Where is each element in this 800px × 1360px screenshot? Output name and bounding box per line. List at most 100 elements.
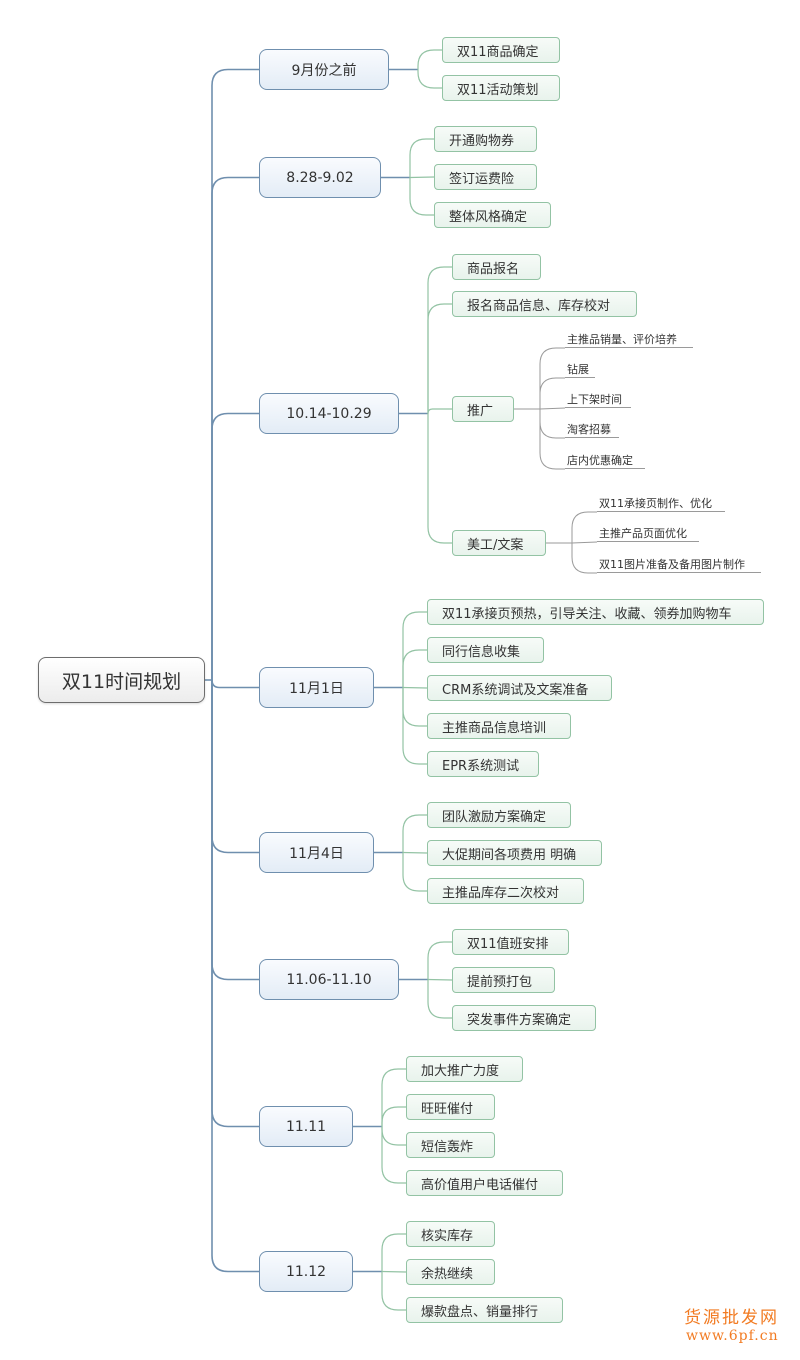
- task-node[interactable]: 整体风格确定: [434, 202, 551, 228]
- task-node[interactable]: 突发事件方案确定: [452, 1005, 596, 1031]
- task-node[interactable]: 推广: [452, 396, 514, 422]
- task-label: 整体风格确定: [449, 209, 528, 225]
- task-node[interactable]: 报名商品信息、库存校对: [452, 291, 637, 317]
- subtask-connector: [539, 409, 565, 439]
- task-label: 开通购物券: [449, 133, 515, 149]
- task-node[interactable]: 提前预打包: [452, 967, 555, 993]
- task-node[interactable]: 短信轰炸: [406, 1132, 495, 1158]
- task-label: EPR系统测试: [442, 758, 520, 774]
- subtask-item[interactable]: 双11图片准备及备用图片制作: [597, 555, 761, 573]
- task-connector: [427, 978, 453, 981]
- branch-node[interactable]: 10.14-10.29: [259, 393, 399, 434]
- task-connector: [427, 941, 452, 980]
- trunk-connector: [211, 68, 259, 680]
- task-node[interactable]: 签订运费险: [434, 164, 537, 190]
- task-node[interactable]: 团队激励方案确定: [427, 802, 571, 828]
- watermark-title: 货源批发网: [684, 1308, 779, 1328]
- task-label: CRM系统调试及文案准备: [442, 682, 589, 698]
- task-label: 爆款盘点、销量排行: [421, 1304, 539, 1320]
- task-connector: [417, 49, 442, 70]
- subtask-item[interactable]: 主推品销量、评价培养: [565, 330, 693, 348]
- task-label: 报名商品信息、库存校对: [467, 298, 611, 314]
- watermark-url: www.6pf.cn: [686, 1328, 779, 1344]
- task-node[interactable]: 高价值用户电话催付: [406, 1170, 563, 1196]
- branch-node[interactable]: 11.12: [259, 1251, 353, 1292]
- task-node[interactable]: 主推商品信息培训: [427, 713, 571, 739]
- subtask-item[interactable]: 店内优惠确定: [565, 451, 645, 469]
- branch-node[interactable]: 11月1日: [259, 667, 374, 708]
- subtask-item[interactable]: 淘客招募: [565, 420, 619, 438]
- task-node[interactable]: 同行信息收集: [427, 637, 544, 663]
- task-node[interactable]: 双11值班安排: [452, 929, 569, 955]
- branch-node[interactable]: 8.28-9.02: [259, 157, 381, 198]
- trunk-connector: [211, 680, 259, 854]
- subtask-label: 双11图片准备及备用图片制作: [599, 557, 745, 571]
- task-connector: [427, 408, 452, 414]
- task-connector: [427, 266, 452, 414]
- task-label: 余热继续: [421, 1266, 474, 1282]
- subtask-connector: [539, 347, 565, 409]
- task-node[interactable]: 余热继续: [406, 1259, 495, 1285]
- task-node[interactable]: 爆款盘点、销量排行: [406, 1297, 563, 1323]
- task-connector: [409, 138, 434, 178]
- task-connector: [409, 176, 435, 179]
- task-connector: [402, 687, 427, 765]
- branch-label: 11.12: [285, 1263, 327, 1280]
- subtask-connector: [539, 407, 566, 410]
- task-connector: [402, 852, 427, 892]
- subtask-item[interactable]: 主推产品页面优化: [597, 524, 699, 542]
- task-node[interactable]: 主推品库存二次校对: [427, 878, 584, 904]
- branch-node[interactable]: 11.11: [259, 1106, 353, 1147]
- trunk-connector: [211, 412, 259, 680]
- task-connector: [381, 1270, 407, 1273]
- task-node[interactable]: 核实库存: [406, 1221, 495, 1247]
- task-connector: [381, 1106, 406, 1127]
- task-connector: [381, 1126, 406, 1146]
- task-node[interactable]: 旺旺催付: [406, 1094, 495, 1120]
- task-label: 短信轰炸: [421, 1139, 474, 1155]
- subtask-label: 淘客招募: [567, 422, 611, 436]
- task-label: 主推品库存二次校对: [442, 885, 560, 901]
- branch-node[interactable]: 11月4日: [259, 832, 374, 873]
- task-connector: [381, 1126, 406, 1184]
- task-label: 双11值班安排: [467, 936, 549, 952]
- branch-label: 9月份之前: [291, 62, 357, 79]
- branch-label: 11月1日: [289, 680, 344, 697]
- task-node[interactable]: 开通购物券: [434, 126, 537, 152]
- root-node[interactable]: 双11时间规划: [38, 657, 205, 703]
- subtask-item[interactable]: 双11承接页制作、优化: [597, 494, 725, 512]
- task-node[interactable]: 美工/文案: [452, 530, 546, 556]
- task-node[interactable]: 商品报名: [452, 254, 541, 280]
- subtask-item[interactable]: 上下架时间: [565, 390, 631, 408]
- task-label: 旺旺催付: [421, 1101, 474, 1117]
- task-label: 美工/文案: [467, 537, 524, 553]
- branch-node[interactable]: 9月份之前: [259, 49, 389, 90]
- task-node[interactable]: 加大推广力度: [406, 1056, 523, 1082]
- task-connector: [402, 687, 427, 727]
- subtask-connector: [539, 409, 565, 470]
- subtask-connector: [571, 541, 598, 544]
- task-connector: [402, 611, 427, 688]
- subtask-label: 上下架时间: [567, 392, 622, 406]
- task-label: 团队激励方案确定: [442, 809, 547, 825]
- subtask-label: 主推品销量、评价培养: [567, 332, 677, 346]
- task-node[interactable]: 大促期间各项费用 明确: [427, 840, 602, 866]
- branch-node[interactable]: 11.06-11.10: [259, 959, 399, 1000]
- task-label: 签订运费险: [449, 171, 515, 187]
- task-connector: [381, 1233, 406, 1272]
- root-label: 双11时间规划: [61, 670, 182, 693]
- trunk-connector: [211, 680, 259, 1128]
- task-label: 同行信息收集: [442, 644, 521, 660]
- task-label: 推广: [467, 403, 494, 419]
- trunk-connector: [211, 680, 259, 981]
- task-connector: [417, 69, 442, 89]
- subtask-connector: [571, 543, 597, 574]
- task-node[interactable]: EPR系统测试: [427, 751, 539, 777]
- subtask-item[interactable]: 钻展: [565, 360, 595, 378]
- task-node[interactable]: 双11承接页预热，引导关注、收藏、领券加购物车: [427, 599, 764, 625]
- subtask-label: 店内优惠确定: [567, 453, 633, 467]
- task-node[interactable]: 双11商品确定: [442, 37, 560, 63]
- task-node[interactable]: 双11活动策划: [442, 75, 560, 101]
- task-node[interactable]: CRM系统调试及文案准备: [427, 675, 612, 701]
